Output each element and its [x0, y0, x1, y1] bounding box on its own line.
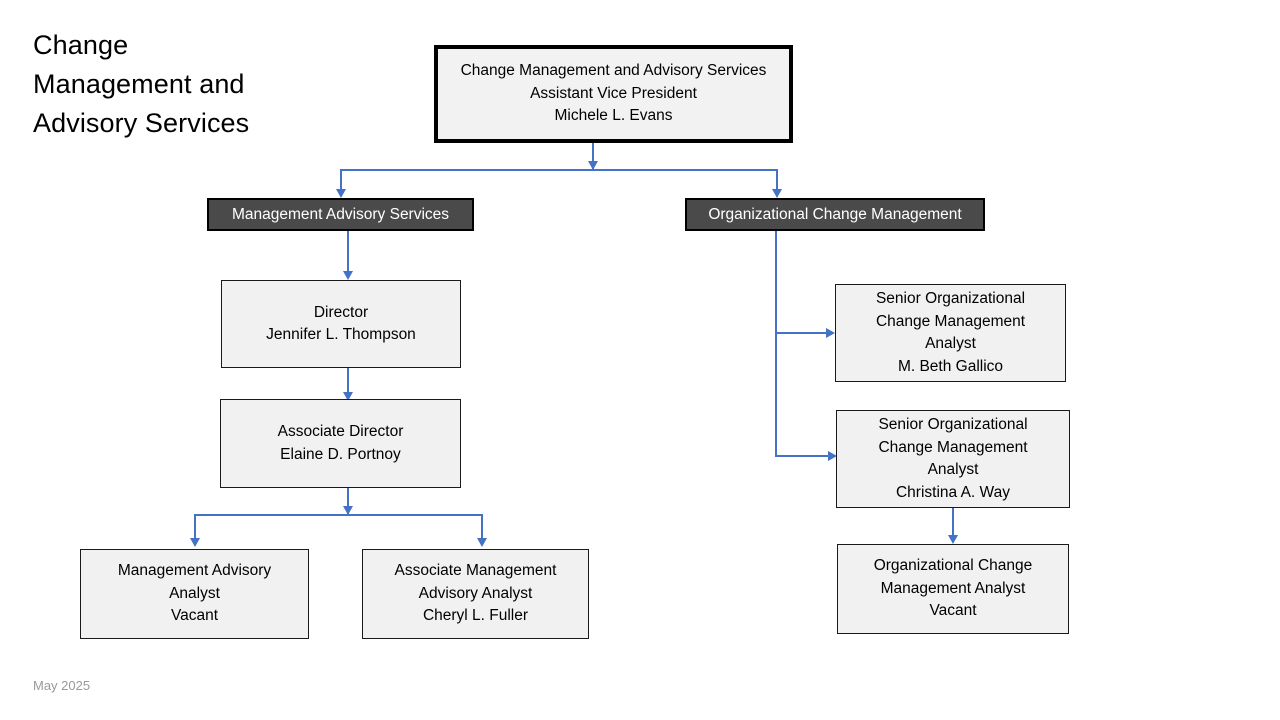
connector-mas-to-director [347, 231, 349, 275]
connector-ocm-spine [775, 231, 777, 456]
node-ocm-senior-way[interactable]: Senior Organizational Change Management … [836, 410, 1070, 508]
connector-way-to-vacant-arrow [948, 535, 958, 544]
connector-root-to-ocm-arrow [772, 189, 782, 198]
connector-ocm-to-gallico [775, 332, 831, 334]
connector-director-to-assoc-arrow [343, 392, 353, 401]
node-mas-director[interactable]: Director Jennifer L. Thompson [221, 280, 461, 368]
connector-root-stem-arrow [588, 161, 598, 170]
connector-assoc-to-assoc-analyst-arrow [477, 538, 487, 547]
node-mas-assoc-director[interactable]: Associate Director Elaine D. Portnoy [220, 399, 461, 488]
node-ocm-header[interactable]: Organizational Change Management [685, 198, 985, 231]
connector-root-to-mas [340, 169, 342, 193]
node-root[interactable]: Change Management and Advisory Services … [434, 45, 793, 143]
connector-root-bar [340, 169, 776, 171]
connector-assoc-to-analyst [194, 514, 196, 542]
connector-ocm-to-way [775, 455, 833, 457]
connector-assoc-to-assoc-analyst [481, 514, 483, 542]
connector-root-to-ocm [776, 169, 778, 193]
connector-root-to-mas-arrow [336, 189, 346, 198]
connector-ocm-to-gallico-arrow [826, 328, 835, 338]
connector-director-to-assoc [347, 368, 349, 398]
connector-assoc-to-analyst-arrow [190, 538, 200, 547]
connector-root-stem [592, 143, 594, 170]
node-mas-assoc-analyst[interactable]: Associate Management Advisory Analyst Ch… [362, 549, 589, 639]
connector-assoc-stem-arrow [343, 506, 353, 515]
connector-ocm-to-way-arrow [828, 451, 837, 461]
node-ocm-senior-gallico[interactable]: Senior Organizational Change Management … [835, 284, 1066, 382]
node-mas-header[interactable]: Management Advisory Services [207, 198, 474, 231]
node-ocm-analyst-vacant[interactable]: Organizational Change Management Analyst… [837, 544, 1069, 634]
node-mas-analyst[interactable]: Management Advisory Analyst Vacant [80, 549, 309, 639]
connector-mas-to-director-arrow [343, 271, 353, 280]
page-title: Change Management and Advisory Services [33, 30, 250, 138]
connector-way-to-vacant [952, 508, 954, 541]
connector-assoc-split-bar [194, 514, 482, 516]
footer-date: May 2025 [33, 678, 91, 693]
connector-assoc-stem [347, 488, 349, 515]
